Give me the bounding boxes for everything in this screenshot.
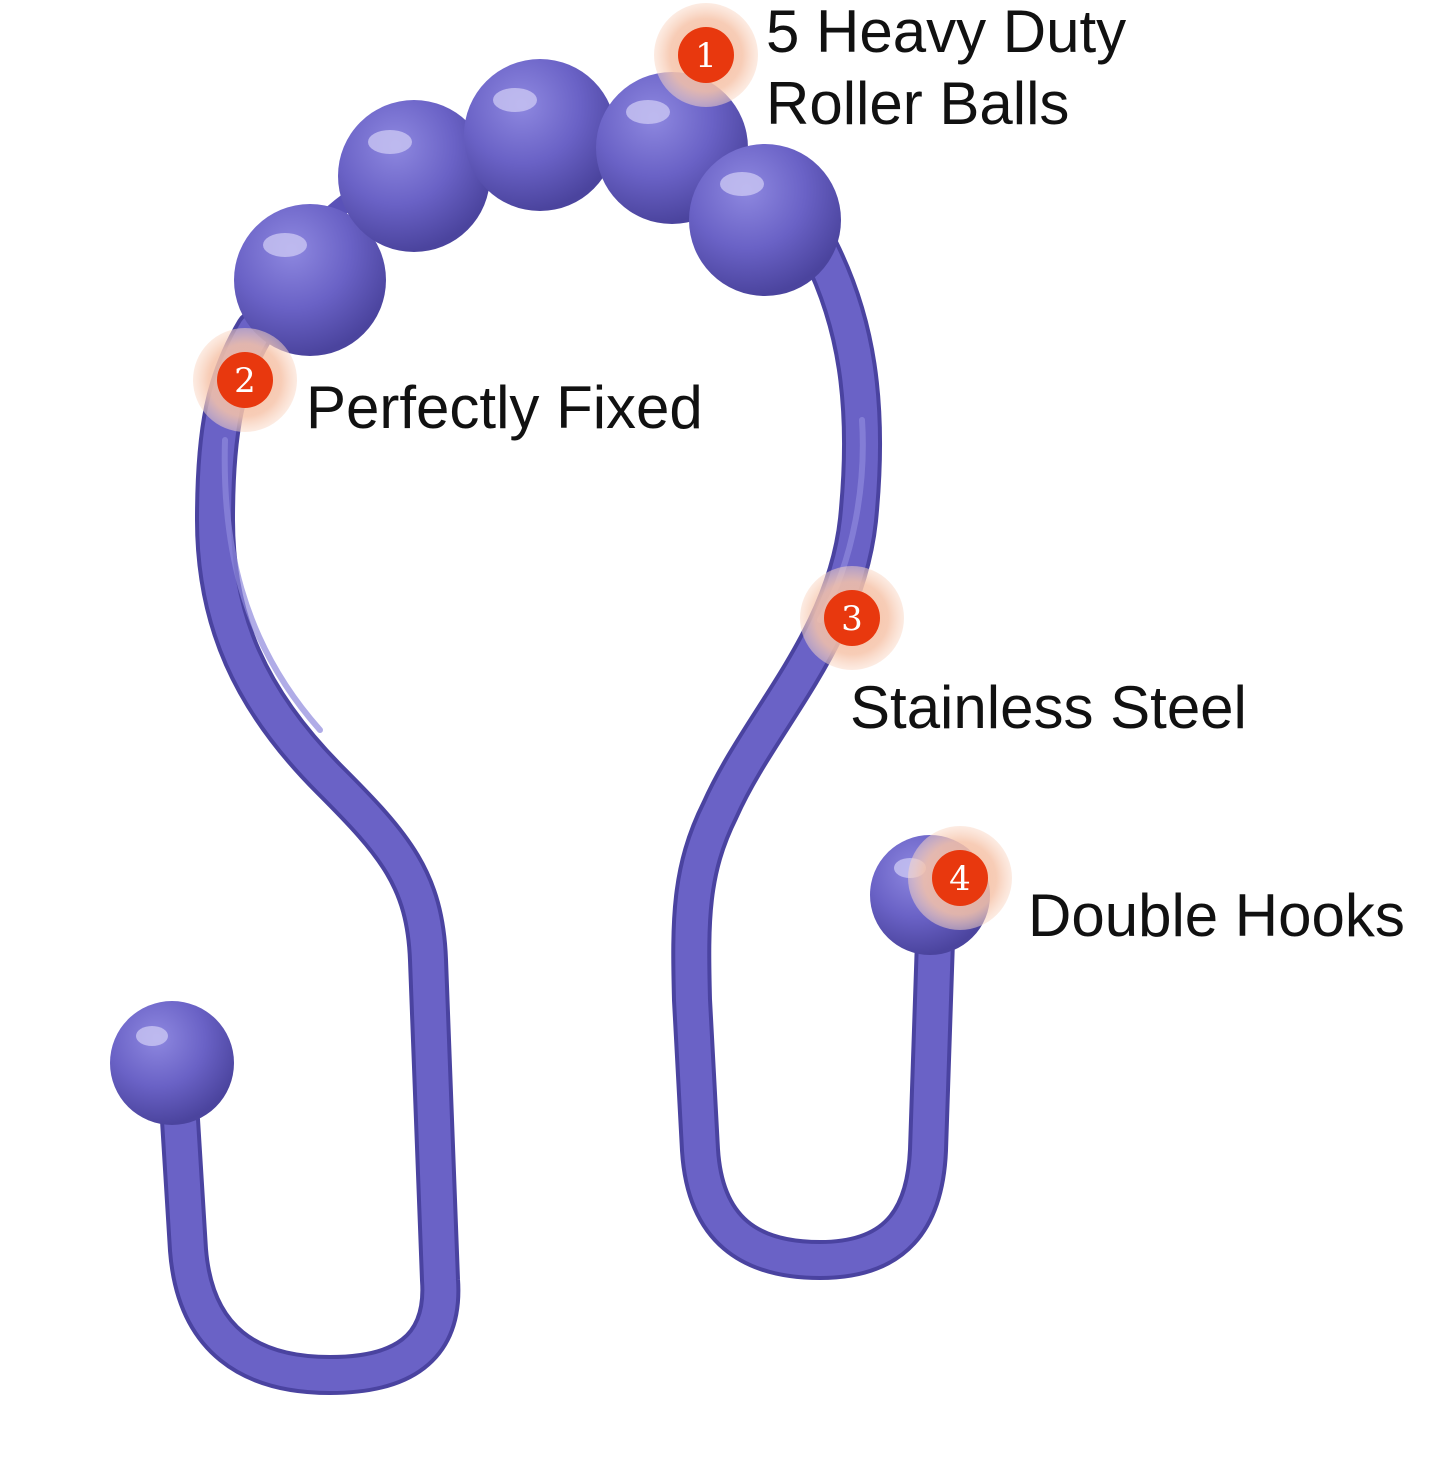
- roller-balls: [234, 59, 841, 356]
- callout-marker-4: 4: [908, 826, 1012, 930]
- marker-number: 1: [695, 36, 717, 76]
- hook-wire-right: [671, 230, 955, 1281]
- callout-label-line: Perfectly Fixed: [306, 374, 703, 441]
- callout-label-3: Stainless Steel: [850, 672, 1247, 744]
- hook-end-ball-left: [110, 1001, 234, 1125]
- callout-label-line: Double Hooks: [1028, 882, 1405, 949]
- callout-label-4: Double Hooks: [1028, 880, 1405, 952]
- callout-marker-1: 1: [654, 3, 758, 107]
- roller-ball: [464, 59, 616, 211]
- callout-label-line: Roller Balls: [766, 70, 1070, 137]
- callout-label-line: 5 Heavy Duty: [766, 0, 1127, 65]
- roller-ball: [689, 144, 841, 296]
- callout-label-2: Perfectly Fixed: [306, 372, 703, 444]
- marker-number: 2: [234, 361, 256, 401]
- callout-marker-3: 3: [800, 566, 904, 670]
- callout-label-1: 5 Heavy Duty Roller Balls: [766, 0, 1126, 140]
- marker-number: 3: [841, 599, 863, 639]
- callout-label-line: Stainless Steel: [850, 674, 1247, 741]
- callout-marker-2: 2: [193, 328, 297, 432]
- marker-number: 4: [949, 859, 971, 899]
